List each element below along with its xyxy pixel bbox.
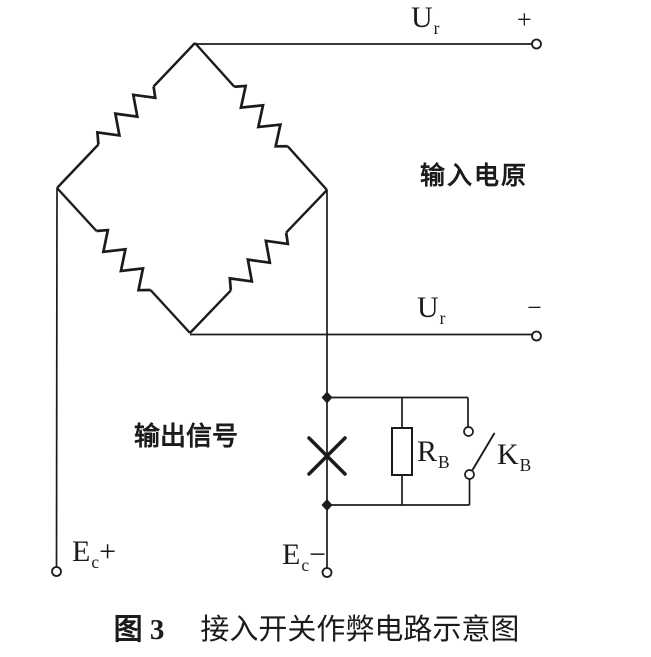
figure-number: 图 3: [113, 614, 165, 646]
ur-mid-label: Ur: [417, 291, 445, 327]
output-signal-label: 输出信号: [134, 421, 239, 451]
rb-sub: B: [438, 452, 450, 472]
terminal-ec-minus: [321, 567, 333, 578]
ec-minus-label: Ec−: [282, 538, 326, 574]
ur-top-main: U: [411, 1, 433, 34]
switch-kb: [463, 426, 496, 480]
kb-main: K: [497, 438, 519, 471]
input-power-label: 输入电原: [420, 162, 529, 190]
ur-minus-sign: −: [527, 293, 542, 322]
wire-ec-plus: [55, 187, 58, 568]
kb-sub: B: [519, 455, 532, 475]
resistor-rb-body: [391, 427, 413, 476]
junction-dot-top: [321, 391, 333, 404]
switch-contact-top: [463, 426, 474, 437]
ec-minus-sign: −: [309, 538, 326, 571]
wire-break-x-mark: [307, 436, 347, 476]
rb-main: R: [417, 435, 438, 468]
ec-minus-sub: c: [301, 555, 310, 575]
junction-dots: [321, 391, 333, 511]
bridge-resistor-top-left: [56, 42, 196, 189]
ur-mid-sub: r: [439, 308, 446, 328]
terminals: [51, 38, 542, 578]
terminal-ur-plus: [531, 38, 542, 50]
ur-plus-sign: +: [517, 5, 532, 34]
ec-plus-sign: +: [99, 535, 116, 568]
terminal-ur-minus: [531, 330, 542, 342]
ur-top-sub: r: [433, 18, 440, 38]
bridge-resistor-bottom-right: [189, 189, 328, 334]
switch-contact-bottom: [464, 469, 475, 480]
rb-label: RB: [417, 435, 450, 471]
ec-plus-label: Ec+: [72, 535, 116, 571]
junction-dot-bottom: [321, 499, 333, 511]
figure-title: 接入开关作弊电路示意图: [200, 614, 520, 646]
kb-label: KB: [497, 438, 531, 474]
ec-plus-sub: c: [91, 552, 100, 572]
ur-top-label: Ur: [411, 1, 439, 37]
bridge-network: [56, 42, 328, 334]
bridge-resistor-bottom-left: [56, 187, 191, 334]
figure-caption: 图 3 接入开关作弊电路示意图: [0, 606, 651, 648]
bridge-resistor-top-right: [194, 42, 328, 191]
ec-minus-main: E: [282, 538, 301, 571]
wire-rail-top: [327, 396, 469, 427]
switch-blade: [471, 432, 496, 471]
terminal-ec-plus: [51, 566, 62, 577]
connection-wires: [55, 43, 532, 568]
ec-plus-main: E: [72, 535, 91, 568]
ur-mid-main: U: [417, 291, 439, 324]
